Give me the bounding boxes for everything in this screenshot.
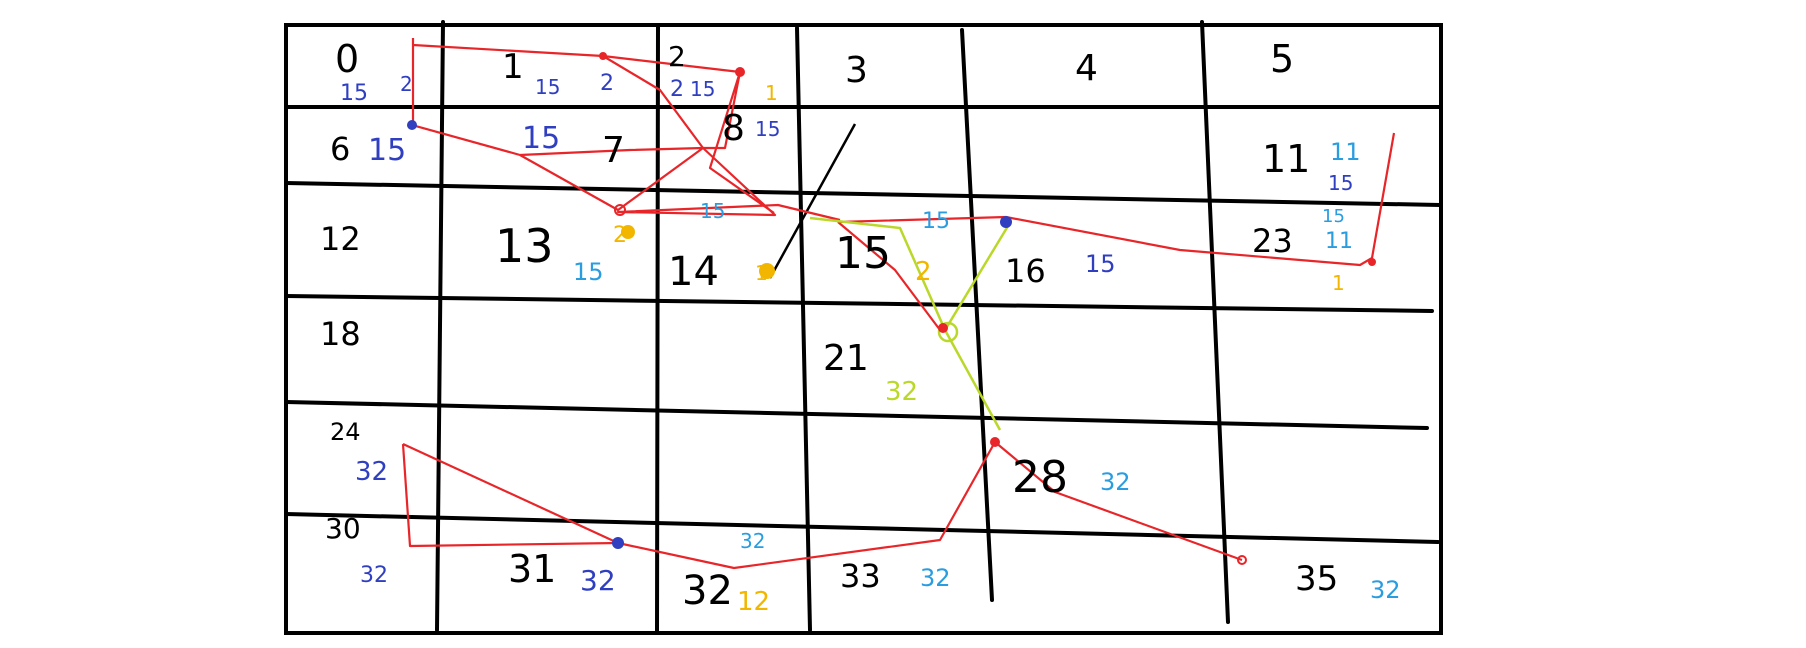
annotation-a11b: 15 [1328, 171, 1353, 195]
route-segment-row1 [411, 123, 705, 212]
cell-number-7: 7 [602, 130, 625, 171]
route-segment-cross [602, 55, 841, 222]
cell-number-16: 16 [1005, 252, 1046, 290]
grid-hline-4 [284, 400, 1429, 430]
grid-hline-5 [284, 512, 1440, 544]
cell-number-30: 30 [325, 512, 361, 545]
annotation-a32b: 12 [737, 587, 770, 617]
route-segment-down [837, 221, 941, 331]
annotation-a21: 32 [885, 377, 918, 407]
cell-number-21: 21 [823, 338, 869, 379]
annotation-a33: 32 [920, 564, 951, 592]
grid-frame [284, 23, 1443, 635]
cell-number-3: 3 [845, 50, 868, 91]
grid-lines [284, 20, 1443, 635]
annotation-a30: 32 [360, 563, 388, 588]
cell-number-15: 15 [835, 228, 891, 279]
route-segment-bottom-left [401, 443, 620, 548]
black-diagonal-stroke [768, 123, 857, 279]
green-segment-upper [809, 216, 1010, 333]
cell-number-6: 6 [330, 130, 350, 168]
cell-number-14: 14 [668, 249, 719, 295]
annotation-a31: 32 [580, 564, 616, 597]
annotation-a14b: 1 [755, 261, 768, 285]
annotation-a2b: 15 [690, 77, 715, 101]
route-segment-right [837, 132, 1396, 267]
cell-number-8: 8 [722, 108, 745, 149]
annotation-a32a: 32 [740, 529, 765, 553]
cell-number-11: 11 [1262, 137, 1310, 181]
cell-number-32: 32 [682, 568, 733, 614]
cell-number-5: 5 [1270, 37, 1294, 81]
cell-number-1: 1 [502, 47, 524, 87]
cell-number-24: 24 [330, 418, 361, 446]
node-red-21 [938, 323, 948, 333]
cell-number-33: 33 [840, 557, 881, 595]
grid-hline-3 [284, 294, 1434, 313]
annotation-a23c: 1 [1332, 271, 1345, 295]
node-blue-16 [1000, 216, 1012, 228]
node-blue-6 [407, 120, 417, 130]
annotation-a2c: 1 [765, 81, 778, 105]
node-red-28 [990, 437, 1000, 447]
annotation-a8: 15 [755, 117, 780, 141]
annotation-a15a: 15 [922, 209, 950, 234]
grid-vline-5 [1200, 20, 1230, 624]
cell-number-18: 18 [320, 315, 361, 353]
cell-number-13: 13 [495, 219, 554, 273]
annotation-a16: 15 [1085, 250, 1116, 278]
annotation-a23b: 11 [1325, 229, 1353, 254]
cell-number-4: 4 [1075, 48, 1098, 89]
grid-vline-3 [795, 26, 812, 632]
cell-number-0: 0 [335, 37, 359, 81]
annotation-a35: 32 [1370, 576, 1401, 604]
annotation-a2a: 2 [670, 77, 684, 102]
annotation-a24: 32 [355, 457, 388, 487]
green-segment-lower [943, 329, 1002, 431]
node-red-23 [1368, 258, 1376, 266]
annotation-a1a: 15 [535, 75, 560, 99]
node-red-13 [614, 204, 626, 216]
node-gold-12 [621, 225, 635, 239]
cell-number-31: 31 [508, 547, 556, 591]
node-blue-31 [612, 537, 624, 549]
annotation-a14a: 15 [700, 199, 725, 223]
annotation-a28: 32 [1100, 468, 1131, 496]
annotation-a7: 15 [522, 121, 560, 156]
node-red-1 [599, 52, 607, 60]
cell-number-23: 23 [1252, 222, 1293, 260]
green-node [937, 321, 959, 343]
annotation-a0b: 2 [400, 72, 413, 96]
grid-vline-1 [435, 20, 445, 632]
annotation-a6: 15 [368, 133, 406, 168]
grid-hline-2 [284, 181, 1442, 207]
green-route [809, 216, 1010, 431]
annotation-a0a: 15 [340, 81, 368, 106]
annotation-a15b: 2 [915, 257, 932, 287]
route-nodes [407, 52, 1376, 565]
annotation-a12: 2 [613, 223, 627, 248]
annotation-a23a: 15 [1322, 206, 1345, 227]
route-segment-bottom-right [617, 440, 1243, 570]
grid-vline-4 [960, 28, 994, 602]
annotation-a1b: 2 [600, 71, 614, 96]
cell-number-35: 35 [1295, 559, 1338, 599]
node-red-35 [1237, 555, 1247, 565]
annotation-a11a: 11 [1330, 138, 1361, 166]
node-gold-14 [759, 263, 775, 279]
cell-number-12: 12 [320, 220, 361, 258]
cell-number-28: 28 [1012, 452, 1068, 503]
node-red-2 [735, 67, 745, 77]
grid-vline-2 [655, 23, 660, 634]
cell-number-2: 2 [668, 40, 686, 73]
annotation-a13: 15 [573, 258, 604, 286]
